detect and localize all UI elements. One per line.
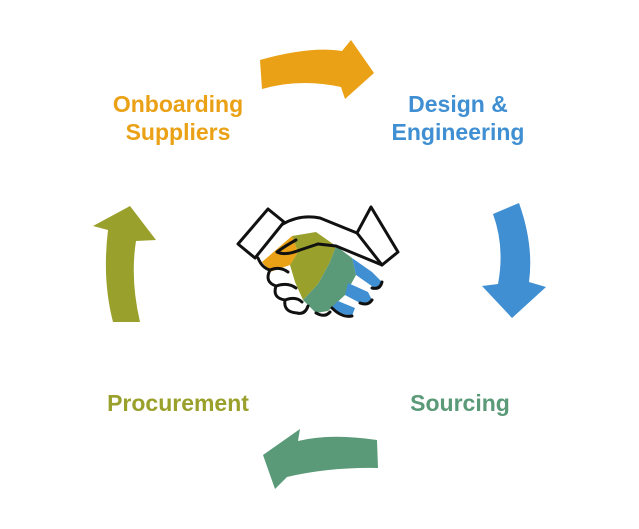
right-cuff-outline: [355, 205, 400, 267]
hand-fill-blue-1: [352, 258, 382, 289]
hand-fill-blue-2: [345, 283, 372, 304]
step-label-onboarding-suppliers: Onboarding Suppliers: [98, 90, 258, 146]
finger-1: [268, 266, 290, 274]
step-label-line: Engineering: [391, 119, 525, 145]
step-label-procurement: Procurement: [88, 389, 268, 417]
finger-3: [283, 296, 304, 304]
arrow-left-icon: [263, 429, 378, 489]
arrow-down-icon: [482, 203, 546, 318]
step-label-line: Onboarding: [112, 91, 244, 117]
step-label-sourcing: Sourcing: [390, 389, 530, 417]
hand-fill-green: [303, 246, 356, 313]
step-label-line: Design &: [408, 91, 508, 117]
hand-top-outline: [281, 215, 359, 235]
right-fingers-outline: [314, 280, 384, 318]
arrow-up-icon: [93, 206, 156, 322]
step-label-line: Suppliers: [125, 119, 231, 145]
finger-2: [274, 282, 298, 290]
step-label-design-engineering: Design & Engineering: [378, 90, 538, 146]
palm-outline: [316, 242, 384, 267]
step-label-line: Sourcing: [410, 390, 510, 416]
thumb-outline: [275, 238, 320, 256]
handshake-icon: [236, 205, 400, 318]
hand-fill-blue-3: [332, 301, 355, 316]
arrow-right-icon: [260, 40, 374, 99]
step-label-line: Procurement: [107, 390, 249, 416]
